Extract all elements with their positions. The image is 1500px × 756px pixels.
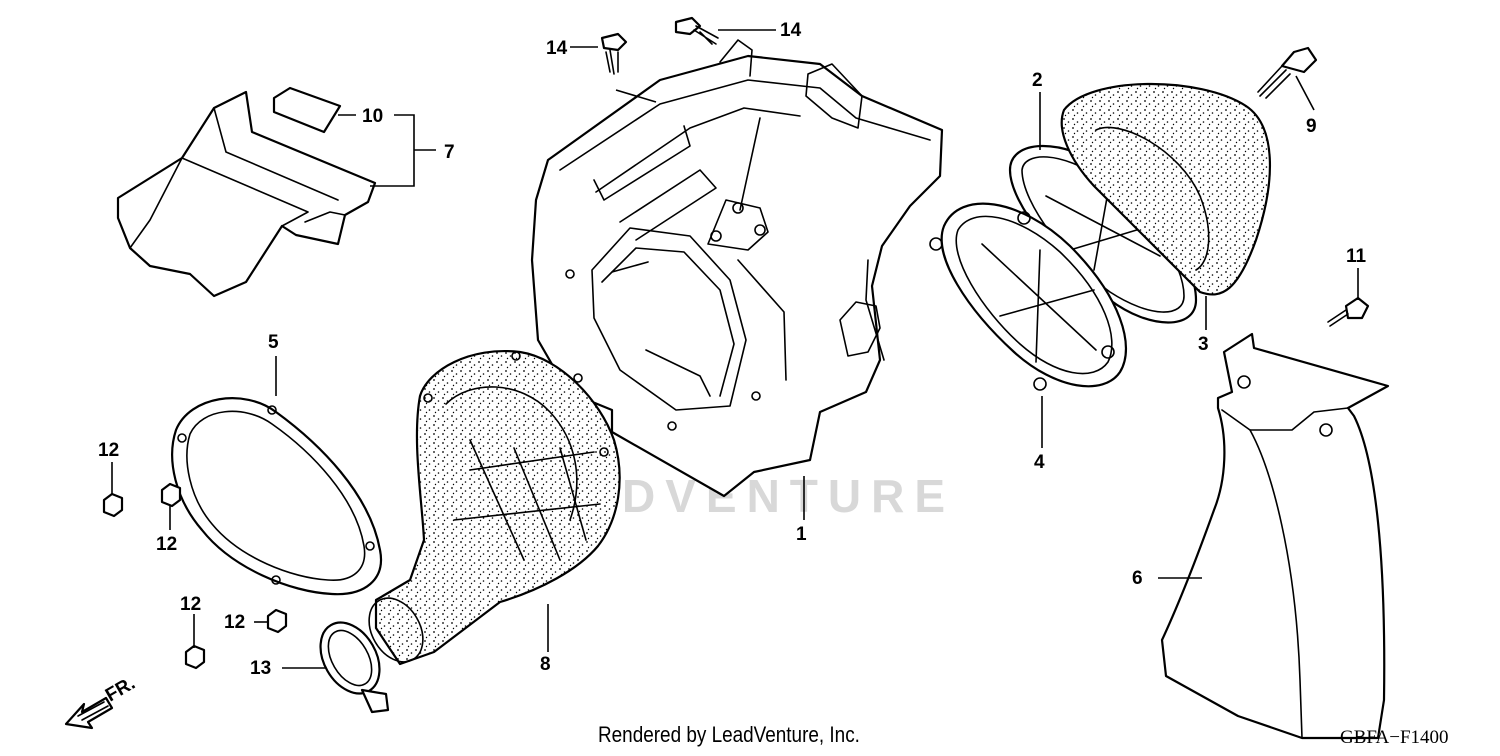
part-12-nut-d[interactable]: [184, 644, 206, 670]
front-direction-marker: FR.: [64, 673, 139, 730]
part-7-deflector-tray[interactable]: [116, 90, 377, 298]
part-4-element-cover[interactable]: [929, 202, 1128, 391]
part-12-nut-a[interactable]: [102, 492, 124, 518]
callout-2: 2: [1032, 70, 1043, 91]
part-13-clamp[interactable]: [308, 612, 391, 714]
callout-12-c: 12: [180, 594, 201, 615]
part-11-screw[interactable]: [1327, 296, 1370, 327]
callout-labels: 14 14 2 9 10 7 11 3 5 4 12 1 12 6 12 12 …: [98, 20, 1367, 679]
callout-9: 9: [1306, 116, 1317, 137]
callout-14-left: 14: [546, 38, 568, 59]
leader-lines: [111, 29, 1359, 669]
callout-6: 6: [1132, 568, 1143, 589]
callout-12-a: 12: [98, 440, 119, 461]
callout-12-d: 12: [224, 612, 245, 633]
callout-10: 10: [362, 106, 383, 127]
part-12-nut-b[interactable]: [160, 482, 182, 508]
callout-3: 3: [1198, 334, 1209, 355]
part-6-duct-cover[interactable]: [1160, 332, 1390, 740]
callout-13: 13: [250, 658, 271, 679]
part-14-bolt-upper[interactable]: [674, 16, 719, 45]
part-9-bolt[interactable]: [1257, 46, 1318, 99]
callout-7: 7: [444, 142, 455, 163]
callout-8: 8: [540, 654, 551, 675]
callout-14-upper: 14: [780, 20, 802, 41]
part-10-label[interactable]: [272, 86, 342, 134]
part-12-nut-c[interactable]: [266, 608, 288, 634]
part-14-bolt-left[interactable]: [600, 32, 628, 75]
part-5-gasket[interactable]: [171, 397, 383, 596]
footer-credit: Rendered by LeadVenture, Inc.: [598, 722, 860, 747]
diagram-code: GBFA−F1400: [1340, 727, 1449, 748]
callout-1: 1: [796, 524, 807, 545]
callout-12-b: 12: [156, 534, 177, 555]
callout-4: 4: [1034, 452, 1045, 473]
callout-5: 5: [268, 332, 279, 353]
callout-11: 11: [1346, 246, 1367, 267]
